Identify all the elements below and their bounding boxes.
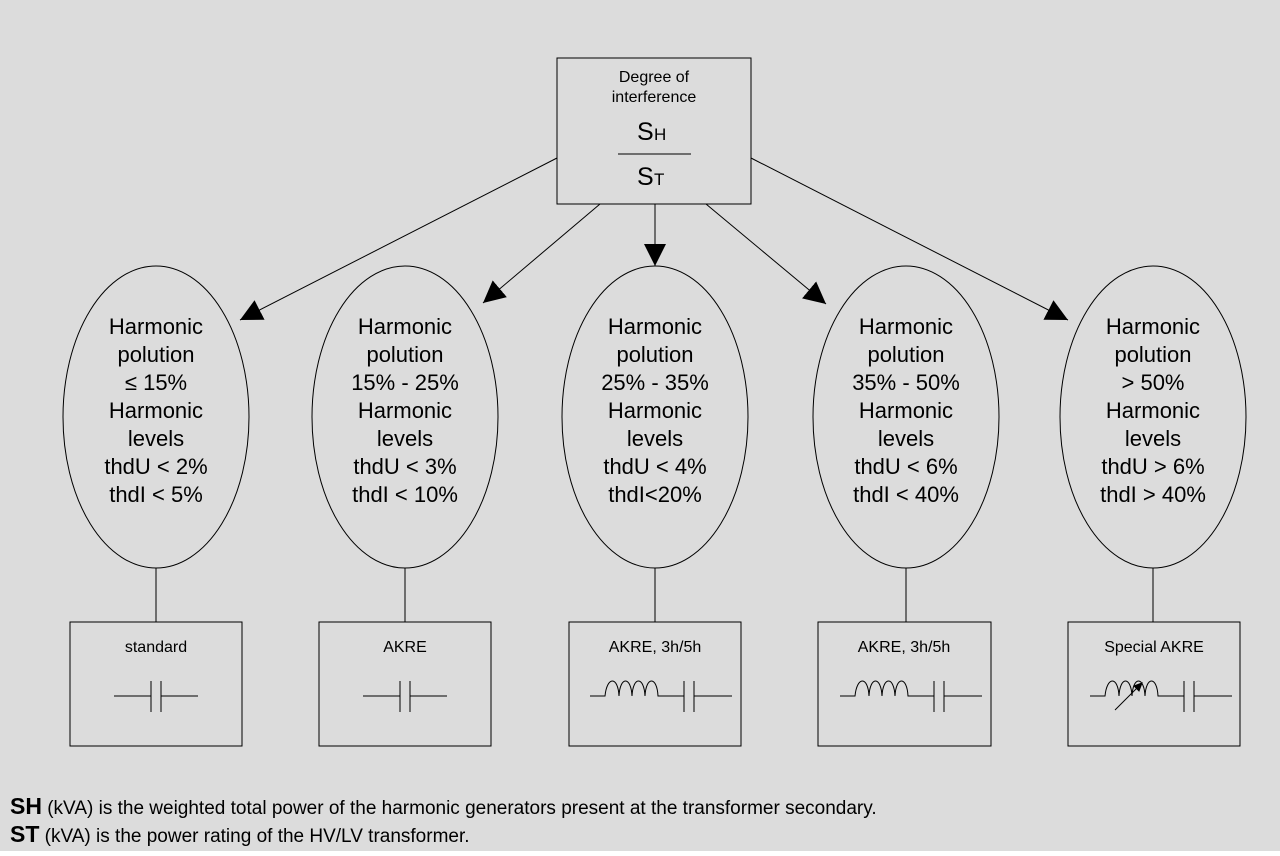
criteria-line: thdI > 40% xyxy=(1100,482,1206,507)
capacitor-icon xyxy=(363,681,447,712)
legend-term-st: ST xyxy=(10,821,40,847)
denominator-main: S xyxy=(637,163,654,191)
criteria-line: polution xyxy=(1114,342,1191,367)
criteria-line: thdI < 40% xyxy=(853,482,959,507)
criteria-line: thdI < 10% xyxy=(352,482,458,507)
equipment-box xyxy=(318,621,492,747)
criteria-line: Harmonic xyxy=(608,398,702,423)
numerator-subscript: H xyxy=(654,125,666,144)
criteria-line: thdI < 5% xyxy=(109,482,203,507)
criteria-line: Harmonic xyxy=(608,314,702,339)
criteria-line: polution xyxy=(616,342,693,367)
branch-4: Harmonic polution 35% - 50% Harmonic lev… xyxy=(812,265,1000,747)
criteria-line: > 50% xyxy=(1122,370,1185,395)
criteria-line: 35% - 50% xyxy=(852,370,960,395)
root-node: Degree of interference S H S T xyxy=(556,57,752,205)
criteria-line: levels xyxy=(627,426,683,451)
criteria-line: Harmonic xyxy=(358,314,452,339)
branch-5: Harmonic polution > 50% Harmonic levels … xyxy=(1059,265,1247,747)
capacitor-icon xyxy=(114,681,198,712)
criteria-line: thdU > 6% xyxy=(1101,454,1204,479)
legend-text-st: (kVA) is the power rating of the HV/LV t… xyxy=(39,826,470,847)
criteria-line: thdI<20% xyxy=(608,482,702,507)
legend-text-sh: (kVA) is the weighted total power of the… xyxy=(41,798,877,819)
criteria-line: polution xyxy=(867,342,944,367)
criteria-line: thdU < 6% xyxy=(854,454,957,479)
numerator-main: S xyxy=(637,118,654,146)
criteria-line: levels xyxy=(1125,426,1181,451)
legend-term-sh: SH xyxy=(10,793,42,819)
criteria-line: Harmonic xyxy=(859,398,953,423)
legend-line-st: ST (kVA) is the power rating of the HV/L… xyxy=(10,821,470,848)
criteria-line: levels xyxy=(128,426,184,451)
branch-1: Harmonic polution ≤ 15% Harmonic levels … xyxy=(62,265,250,747)
criteria-line: Harmonic xyxy=(1106,398,1200,423)
arrow-to-branch-2 xyxy=(482,203,601,304)
criteria-line: levels xyxy=(377,426,433,451)
connector-arrows xyxy=(239,157,1069,321)
criteria-line: polution xyxy=(117,342,194,367)
root-title-line-1: Degree of xyxy=(619,69,690,86)
equipment-box xyxy=(1067,621,1241,747)
criteria-line: ≤ 15% xyxy=(125,370,187,395)
criteria-line: thdU < 4% xyxy=(603,454,706,479)
criteria-line: thdU < 3% xyxy=(353,454,456,479)
equipment-box xyxy=(568,621,742,747)
arrow-to-branch-4 xyxy=(705,203,827,305)
criteria-line: Harmonic xyxy=(1106,314,1200,339)
criteria-line: levels xyxy=(878,426,934,451)
arrow-to-branch-1 xyxy=(239,157,558,321)
equipment-label: Special AKRE xyxy=(1104,639,1204,656)
criteria-line: Harmonic xyxy=(109,398,203,423)
equipment-label: standard xyxy=(125,639,187,656)
branch-3: Harmonic polution 25% - 35% Harmonic lev… xyxy=(561,265,749,747)
branch-2: Harmonic polution 15% - 25% Harmonic lev… xyxy=(311,265,499,747)
inductor-capacitor-icon xyxy=(840,680,982,712)
equipment-box xyxy=(817,621,992,747)
criteria-line: polution xyxy=(366,342,443,367)
criteria-line: 25% - 35% xyxy=(601,370,709,395)
criteria-line: Harmonic xyxy=(358,398,452,423)
equipment-label: AKRE, 3h/5h xyxy=(858,639,951,656)
criteria-line: thdU < 2% xyxy=(104,454,207,479)
criteria-line: Harmonic xyxy=(109,314,203,339)
equipment-box xyxy=(69,621,243,747)
root-title-line-2: interference xyxy=(612,89,697,106)
variable-inductor-capacitor-icon xyxy=(1090,680,1232,712)
equipment-label: AKRE, 3h/5h xyxy=(609,639,702,656)
equipment-label: AKRE xyxy=(383,639,427,656)
root-box xyxy=(556,57,752,205)
criteria-line: 15% - 25% xyxy=(351,370,459,395)
denominator-subscript: T xyxy=(654,170,664,189)
criteria-line: Harmonic xyxy=(859,314,953,339)
inductor-capacitor-icon xyxy=(590,680,732,712)
legend-line-sh: SH (kVA) is the weighted total power of … xyxy=(10,793,877,820)
arrow-to-branch-5 xyxy=(750,157,1069,321)
